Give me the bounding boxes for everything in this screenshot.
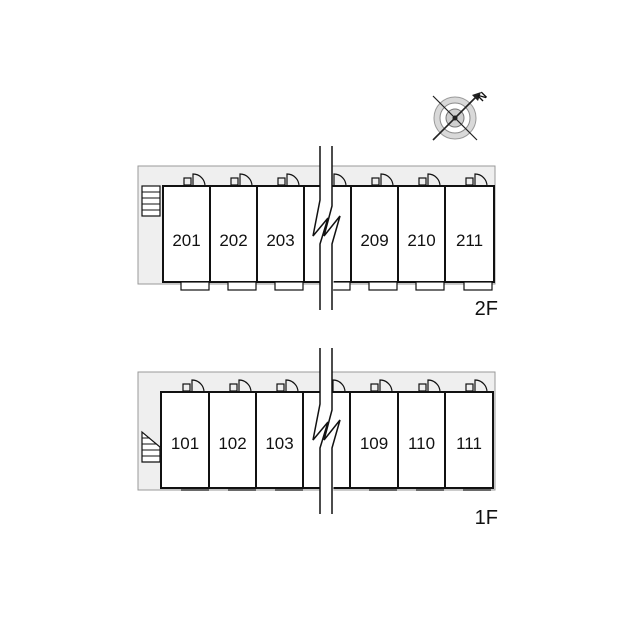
unit-202: 202 — [209, 185, 258, 283]
unit-number: 101 — [171, 434, 199, 453]
unit-110: 110 — [397, 391, 446, 489]
unit-number: 102 — [218, 434, 246, 453]
doors-1f — [182, 379, 488, 393]
unit-101: 101 — [160, 391, 210, 489]
unit-number: 201 — [172, 231, 200, 250]
stairs-1f — [141, 430, 161, 463]
unit-number: 210 — [407, 231, 435, 250]
unit-number: 103 — [265, 434, 293, 453]
unit-211: 211 — [444, 185, 495, 283]
unit-number: 109 — [360, 434, 388, 453]
unit-210: 210 — [397, 185, 446, 283]
unit-111: 111 — [444, 391, 494, 489]
unit-102: 102 — [208, 391, 257, 489]
balconies-2f — [180, 281, 493, 291]
unit-number: 203 — [266, 231, 294, 250]
doors-2f — [183, 173, 488, 187]
compass-rose-icon — [432, 92, 481, 141]
break-mark-1f — [312, 348, 341, 514]
stairs-2f — [141, 185, 161, 217]
floor-2f: 201 202 203 209 210 211 — [137, 146, 498, 320]
unit-209: 209 — [350, 185, 399, 283]
floor-1f: 101 102 103 109 110 111 — [137, 348, 498, 529]
unit-109: 109 — [349, 391, 399, 489]
unit-203: 203 — [256, 185, 305, 283]
unit-number: 111 — [456, 434, 482, 453]
break-mark-2f — [312, 146, 341, 310]
compass-north-label: N — [476, 90, 490, 104]
unit-number: 202 — [219, 231, 247, 250]
unit-number: 211 — [456, 231, 483, 250]
unit-103: 103 — [255, 391, 304, 489]
floor-label-2f: 2F — [475, 298, 498, 320]
unit-201: 201 — [162, 185, 211, 283]
unit-number: 110 — [408, 434, 435, 453]
unit-number: 209 — [360, 231, 388, 250]
floor-label-1f: 1F — [475, 507, 498, 529]
